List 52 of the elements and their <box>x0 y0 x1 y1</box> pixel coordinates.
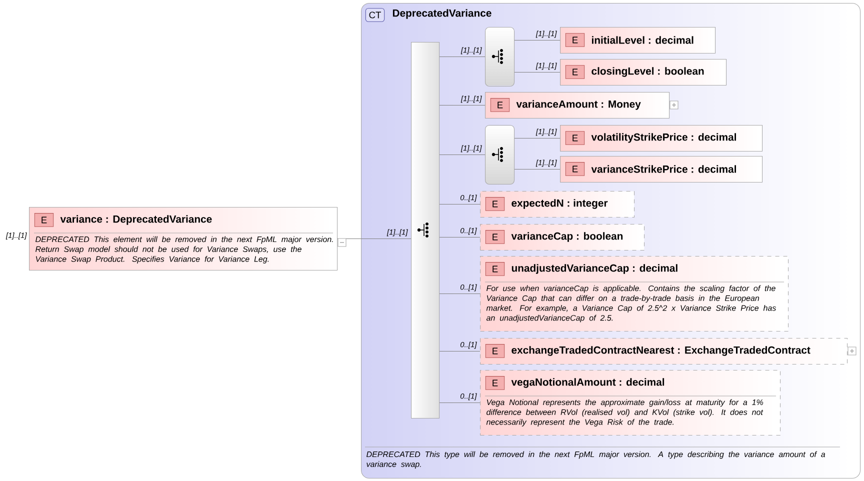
connector <box>439 204 480 205</box>
element-box <box>560 125 763 152</box>
element-badge: E <box>485 376 505 390</box>
connector <box>439 402 480 404</box>
connector <box>514 40 560 41</box>
element-badge: E <box>565 131 585 145</box>
element-name: initialLevel : decimal <box>592 36 694 44</box>
element-box <box>480 370 781 436</box>
element-name: varianceCap : boolean <box>511 232 623 242</box>
element-box <box>560 156 763 183</box>
type-title: DeprecatedVariance <box>392 9 492 19</box>
connector <box>439 154 486 156</box>
connector <box>439 351 480 352</box>
connector <box>439 56 486 58</box>
connector <box>439 105 486 106</box>
sequence-box <box>485 125 515 185</box>
connector <box>514 72 560 73</box>
element-badge: E <box>490 98 510 112</box>
element-badge: E <box>565 33 585 47</box>
connector <box>514 169 560 170</box>
sequence-box <box>485 27 515 87</box>
element-box <box>480 224 645 251</box>
element-name: varianceStrikePrice : decimal <box>591 165 736 173</box>
element-name: exchangeTradedContractNearest : ExchangeTradedContract <box>512 346 810 356</box>
element-badge: E <box>485 344 505 358</box>
element-name: variance : DeprecatedVariance <box>60 215 212 225</box>
element-name: unadjustedVarianceCap : decimal <box>512 264 678 274</box>
element-box <box>485 92 670 119</box>
element-box <box>560 59 727 86</box>
element-badge: E <box>565 162 585 176</box>
element-box <box>480 191 635 218</box>
connector <box>514 138 560 139</box>
type-badge: CT <box>365 8 385 22</box>
type-description: DEPRECATED This type will be removed in the next FpML major version. A type describing the variance amount of a variance swap. <box>366 451 826 469</box>
element-box <box>480 256 789 332</box>
sequence-bar <box>411 42 440 419</box>
element-badge: E <box>485 197 505 211</box>
element-name: volatilityStrikePrice : decimal <box>591 133 736 143</box>
element-description: DEPRECATED This element will be removed in the next FpML major version. Return Swap model should not be used for Variance Swaps, use the Variance Swap Product. Specifies Variance for Variance Leg. <box>36 236 333 264</box>
element-badge: E <box>565 65 585 79</box>
element-name: closingLevel : boolean <box>592 67 704 77</box>
element-box <box>560 27 716 54</box>
element-description: Vega Notional represents the approximate gain/loss at maturity for a 1% difference between RVol (realised vol) and KVol (strike vol). It does not necessarily represent the Vega Risk of the trade. <box>486 399 764 426</box>
element-badge: E <box>485 230 505 244</box>
element-name: varianceAmount : Money <box>516 100 641 110</box>
element-description: For use when varianceCap is applicable. Contains the scaling factor of the Variance Cap that can differ on a trade-by-trade basis in the European market. For example, a Variance Cap of 2.5^2 x Variance Strike Price has an unadjustedVarianceCap of 2.5. <box>486 285 776 322</box>
connector <box>439 237 480 238</box>
element-name: expectedN : integer <box>512 199 608 209</box>
element-box <box>480 338 848 365</box>
element-badge: E <box>485 262 505 276</box>
element-name: vegaNotionalAmount : decimal <box>511 378 664 388</box>
element-badge: E <box>34 213 54 227</box>
